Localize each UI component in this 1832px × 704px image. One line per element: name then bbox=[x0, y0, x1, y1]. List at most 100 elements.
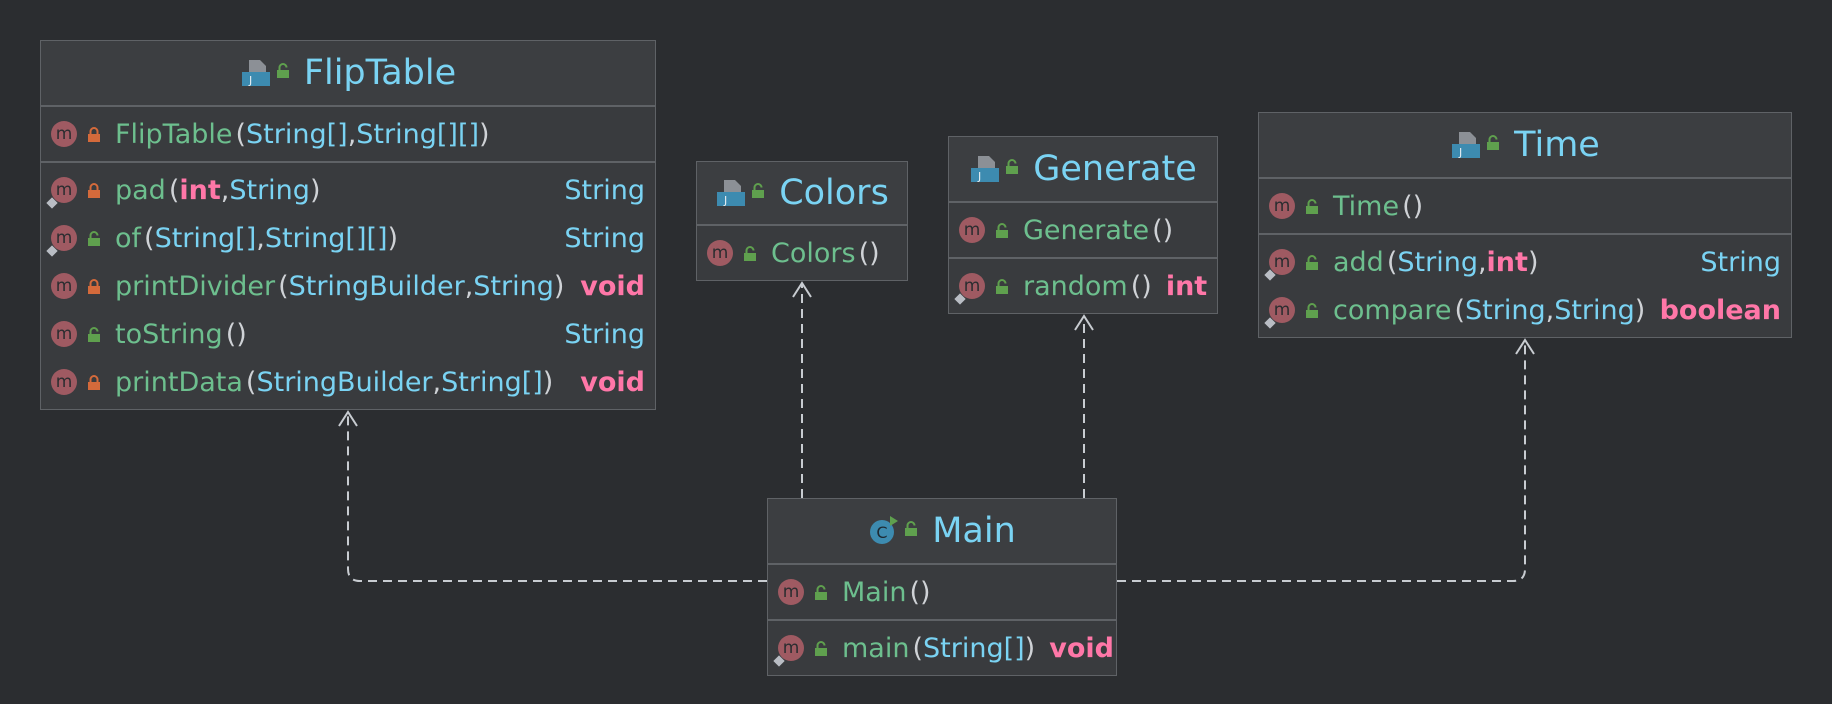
svg-text:J: J bbox=[248, 74, 252, 87]
paren-open: ( bbox=[1152, 214, 1163, 246]
return-type: void bbox=[1049, 632, 1114, 664]
public-lock-icon bbox=[1305, 191, 1319, 222]
public-lock-icon bbox=[1305, 247, 1319, 278]
private-lock-icon bbox=[87, 367, 101, 398]
class-header: J FlipTable bbox=[41, 41, 655, 107]
class-name: FlipTable bbox=[303, 53, 457, 93]
method-icon: m bbox=[51, 121, 77, 147]
member-name: Colors bbox=[771, 237, 856, 269]
method-icon: m bbox=[1264, 249, 1295, 281]
paren-close: ) bbox=[553, 270, 565, 302]
param-type: int bbox=[1486, 246, 1528, 278]
paren-open: ( bbox=[245, 366, 257, 398]
param-type: String bbox=[1554, 294, 1635, 326]
paren-open: ( bbox=[1130, 270, 1142, 302]
member-name: of bbox=[115, 222, 142, 254]
public-lock-icon bbox=[276, 63, 290, 83]
param-type: String bbox=[229, 174, 310, 206]
class-name: Generate bbox=[1033, 149, 1197, 189]
java-class-file-icon: J bbox=[715, 178, 765, 208]
param-separator: , bbox=[256, 222, 265, 254]
paren-close: ) bbox=[542, 366, 554, 398]
method-icon: m bbox=[954, 273, 985, 305]
open-arrowhead-generate bbox=[1074, 314, 1094, 331]
runnable-class-icon: C bbox=[868, 515, 918, 547]
member-name: toString bbox=[115, 318, 223, 350]
param-type: int bbox=[179, 174, 221, 206]
paren-open: ( bbox=[225, 318, 237, 350]
method-icon: m bbox=[778, 579, 804, 605]
public-lock-icon bbox=[1486, 135, 1500, 155]
class-box-fliptable[interactable]: J FlipTable m FlipTable ( String[], String[][… bbox=[40, 40, 656, 410]
member-name: random bbox=[1023, 270, 1128, 302]
paren-close: ) bbox=[1527, 246, 1539, 278]
param-type: String bbox=[1465, 294, 1546, 326]
paren-open: ( bbox=[1454, 294, 1466, 326]
return-type: void bbox=[580, 366, 645, 398]
java-class-file-icon: J bbox=[969, 154, 1019, 184]
return-type: String bbox=[564, 318, 645, 350]
member-name: add bbox=[1333, 246, 1384, 278]
member-name: main bbox=[842, 632, 910, 664]
member-name: Main bbox=[842, 576, 907, 608]
paren-close: ) bbox=[309, 174, 321, 206]
private-lock-icon bbox=[87, 271, 101, 302]
public-lock-icon bbox=[87, 319, 101, 350]
member-name: compare bbox=[1333, 294, 1452, 326]
method-icon: m bbox=[1269, 193, 1295, 219]
java-class-file-icon: J bbox=[1450, 130, 1500, 160]
paren-open: ( bbox=[168, 174, 180, 206]
dependency-line-fliptable bbox=[347, 412, 767, 582]
public-lock-icon bbox=[751, 183, 765, 203]
paren-open: ( bbox=[1386, 246, 1398, 278]
return-type: int bbox=[1165, 270, 1208, 302]
open-arrowhead-colors bbox=[792, 281, 812, 298]
public-lock-icon bbox=[87, 223, 101, 254]
dependency-line-time bbox=[1117, 340, 1526, 582]
param-type: String[][] bbox=[356, 118, 480, 150]
method-icon: m bbox=[51, 273, 77, 299]
method-icon: m bbox=[1264, 297, 1295, 329]
param-type: String[] bbox=[441, 366, 543, 398]
paren-close: ) bbox=[387, 222, 399, 254]
param-type: StringBuilder bbox=[256, 366, 433, 398]
method-icon: m bbox=[959, 217, 985, 243]
open-arrowhead-fliptable bbox=[338, 410, 358, 427]
paren-open: ( bbox=[912, 632, 924, 664]
paren-close: ) bbox=[1412, 190, 1424, 222]
paren-open: ( bbox=[858, 237, 870, 269]
paren-open: ( bbox=[278, 270, 289, 302]
public-lock-icon bbox=[814, 577, 828, 608]
param-type: String[] bbox=[923, 632, 1025, 664]
return-type: String bbox=[1700, 246, 1781, 278]
public-lock-icon bbox=[995, 215, 1009, 246]
member-name: FlipTable bbox=[115, 118, 233, 150]
open-arrowhead-time bbox=[1515, 338, 1535, 355]
